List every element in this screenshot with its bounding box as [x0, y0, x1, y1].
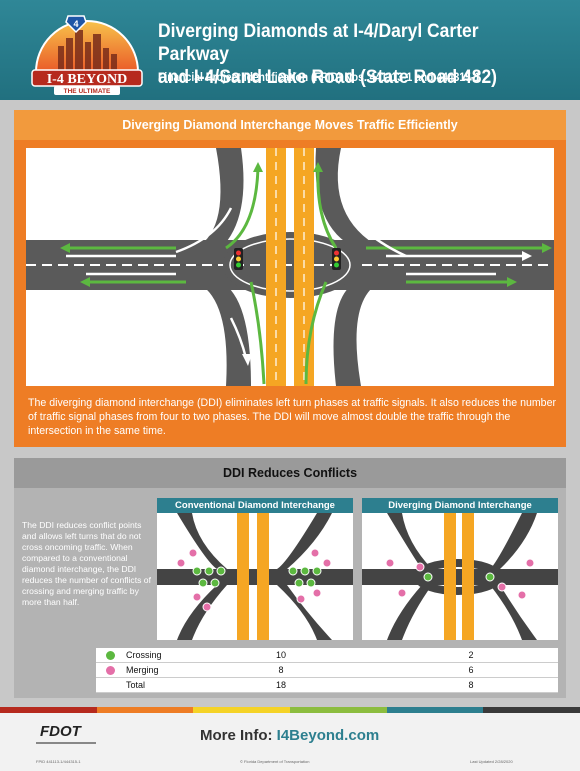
conventional-value: 10 — [275, 650, 286, 660]
merging-dot-icon — [106, 666, 115, 675]
color-strip — [0, 707, 580, 713]
panel-title: Diverging Diamond Interchange — [362, 498, 558, 513]
diverging-diamond-panel: Diverging Diamond Interchange — [362, 498, 558, 640]
footer: FDOT More Info: I4Beyond.com FPID 441113… — [0, 713, 580, 771]
website-link[interactable]: I4Beyond.com — [276, 727, 380, 744]
ddi-description: The diverging diamond interchange (DDI) … — [28, 397, 556, 437]
row-label: Total — [126, 680, 146, 690]
page-title: Diverging Diamonds at I-4/Daryl Carter P… — [158, 20, 540, 89]
ddi-value: 8 — [468, 680, 474, 690]
table-row: Merging 8 6 — [96, 663, 558, 678]
ddi-efficiency-section: Diverging Diamond Interchange Moves Traf… — [14, 110, 566, 447]
fpid-subtitle: Financial Project Identification (FPID) … — [158, 72, 481, 84]
title-line-2: and I-4/Sand Lake Road (State Road 482) — [158, 67, 498, 88]
conflicts-section: DDI Reduces Conflicts The DDI reduces co… — [14, 458, 566, 698]
merging-points — [385, 558, 535, 600]
table-row-total: Total 18 8 — [96, 678, 558, 693]
ddi-value: 6 — [468, 665, 474, 675]
merging-points — [176, 548, 332, 612]
conventional-value: 18 — [275, 680, 286, 690]
i4-beyond-logo: 4 I-4 BEYOND THE ULTIMATE — [31, 15, 143, 95]
ddi-conflicts-diagram — [362, 513, 558, 640]
row-label: Merging — [126, 665, 159, 675]
logo-subtext: THE ULTIMATE — [64, 88, 111, 95]
crossing-points — [192, 566, 322, 588]
conventional-value: 8 — [278, 665, 284, 675]
crossing-dot-icon — [106, 651, 115, 660]
ddi-value: 2 — [468, 650, 474, 660]
table-row: Crossing 10 2 — [96, 648, 558, 663]
panel-title: Conventional Diamond Interchange — [157, 498, 353, 513]
traffic-signal-left — [234, 248, 243, 270]
more-info-label: More Info: — [200, 727, 273, 744]
fdot-logo-underline — [36, 742, 96, 744]
logo-text: I-4 BEYOND — [47, 72, 128, 87]
section-heading: DDI Reduces Conflicts — [14, 458, 566, 488]
fpid-fine-print: FPID 441113-1/444315-1 — [36, 759, 81, 764]
copyright-fine-print: © Florida Department of Transportation — [240, 759, 310, 764]
conventional-diamond-panel: Conventional Diamond Interchange — [157, 498, 353, 640]
ddi-diagram — [26, 148, 554, 386]
logo-shield-number: 4 — [73, 19, 78, 29]
more-info: More Info: I4Beyond.com — [200, 727, 379, 744]
ddi-diagram-svg — [26, 148, 554, 386]
section-heading: Diverging Diamond Interchange Moves Traf… — [14, 110, 566, 140]
header: 4 I-4 BEYOND THE ULTIMATE Diverging Diam… — [0, 0, 580, 100]
crossing-points — [423, 572, 495, 582]
fdot-logo: FDOT — [40, 723, 81, 740]
title-line-1: Diverging Diamonds at I-4/Daryl Carter P… — [158, 21, 479, 65]
traffic-signal-right — [332, 248, 341, 270]
conflicts-description: The DDI reduces conflict points and allo… — [22, 520, 151, 607]
row-label: Crossing — [126, 650, 162, 660]
conventional-diagram — [157, 513, 353, 640]
updated-fine-print: Last Updated 2/28/2020 — [470, 759, 513, 764]
